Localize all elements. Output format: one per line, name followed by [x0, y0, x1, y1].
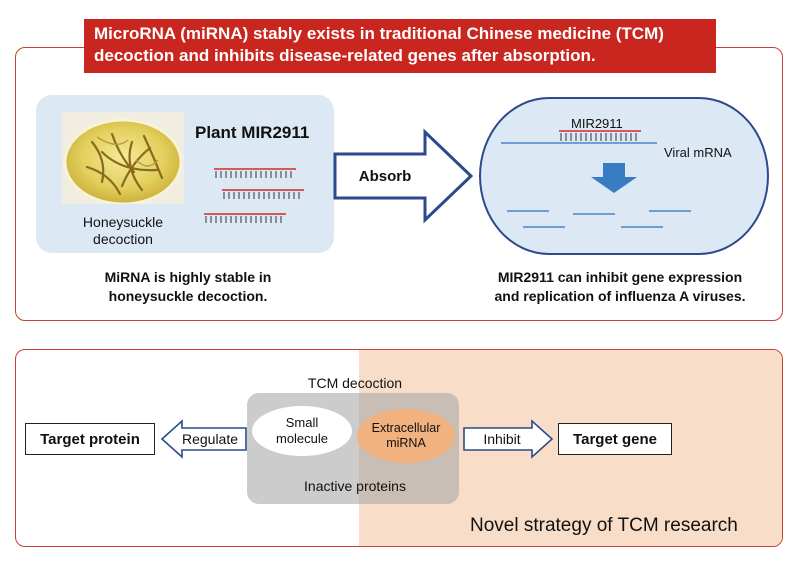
extracellular-mirna-ellipse: Extracellular miRNA	[357, 409, 455, 463]
mirna-duplex-1	[214, 168, 296, 178]
cell-mir2911-label: MIR2911	[571, 116, 623, 131]
target-protein-box: Target protein	[25, 423, 155, 455]
title-banner: MicroRNA (miRNA) stably exists in tradit…	[84, 19, 716, 73]
inhibit-label: Inhibit	[483, 431, 521, 447]
honeysuckle-label: Honeysuckle decoction	[82, 214, 164, 247]
mirna-duplex-2	[222, 189, 304, 199]
absorb-arrow	[333, 128, 474, 224]
absorb-label: Absorb	[358, 168, 412, 185]
plant-mir2911-label: Plant MIR2911	[195, 123, 310, 142]
mirna-duplexes	[204, 168, 304, 223]
mirna-duplex-3	[204, 213, 286, 223]
novel-strategy-label: Novel strategy of TCM research	[470, 515, 738, 536]
banner-line-1: MicroRNA (miRNA) stably exists in tradit…	[94, 24, 664, 43]
caption-right: MIR2911 can inhibit gene expression and …	[494, 269, 746, 304]
small-molecule-ellipse: Small molecule	[252, 406, 352, 456]
banner-line-2: decoction and inhibits disease-related g…	[94, 46, 596, 65]
tcm-decoction-label: TCM decoction	[307, 375, 403, 391]
inactive-proteins-label: Inactive proteins	[304, 478, 406, 494]
cell-contents	[501, 130, 691, 228]
viral-mrna-label: Viral mRNA	[664, 145, 732, 160]
inhibit-arrow	[463, 419, 554, 459]
regulate-arrow	[160, 419, 247, 459]
target-gene-box: Target gene	[558, 423, 672, 455]
honeysuckle-decoction-image	[62, 112, 184, 204]
caption-left: MiRNA is highly stable in honeysuckle de…	[104, 269, 272, 304]
degradation-arrow	[591, 163, 637, 193]
regulate-label: Regulate	[181, 431, 239, 447]
